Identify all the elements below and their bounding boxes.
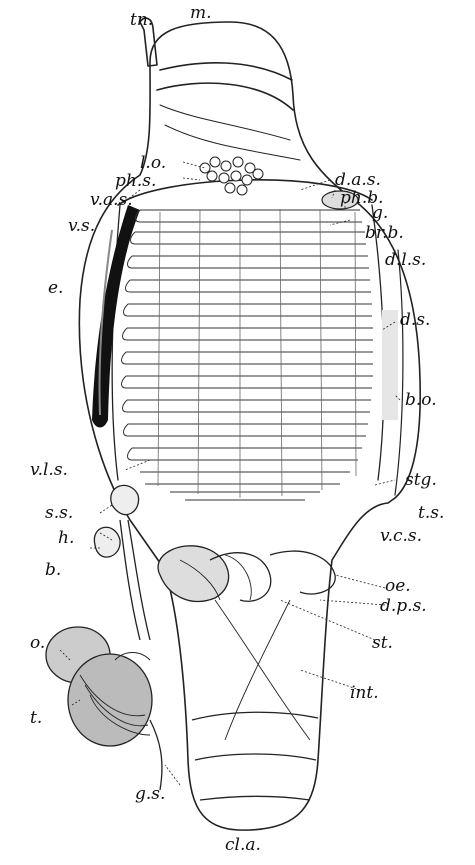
label-vls: v.l.s. (30, 462, 68, 479)
label-o: o. (30, 635, 45, 652)
label-dls: d.l.s. (385, 252, 426, 269)
label-int: int. (350, 685, 379, 702)
label-vs: v.s. (68, 218, 95, 235)
cell-cluster (200, 157, 263, 195)
oesophagus (270, 551, 335, 594)
testis (68, 654, 152, 746)
heart (111, 485, 139, 514)
label-gs: g.s. (135, 786, 165, 803)
label-stg: stg. (405, 472, 437, 489)
bud (94, 527, 120, 557)
label-b: b. (45, 562, 61, 579)
label-tentacle: tn. (130, 12, 153, 29)
label-das: d.a.s. (335, 172, 381, 189)
label-st: st. (372, 635, 393, 652)
label-ds: d.s. (400, 312, 430, 329)
label-bo: b.o. (405, 392, 437, 409)
label-lo: l.o. (140, 155, 166, 172)
label-h: h. (58, 530, 74, 547)
stomach (158, 546, 229, 602)
label-cla: cl.a. (225, 837, 261, 854)
label-oe: oe. (385, 578, 411, 595)
label-ts: t.s. (418, 505, 444, 522)
label-g: g. (372, 205, 388, 222)
gill-slits (122, 209, 374, 500)
label-brb: br.b. (365, 225, 404, 242)
label-e: e. (48, 280, 63, 297)
label-t: t. (30, 710, 42, 727)
dotted-zone (382, 310, 398, 420)
label-mouth: m. (190, 5, 212, 22)
label-vas: v.a.s. (90, 192, 133, 209)
label-vcs: v.c.s. (380, 528, 422, 545)
label-ss: s.s. (45, 505, 73, 522)
label-phs: ph.s. (115, 173, 156, 190)
label-dps: d.p.s. (380, 598, 427, 615)
